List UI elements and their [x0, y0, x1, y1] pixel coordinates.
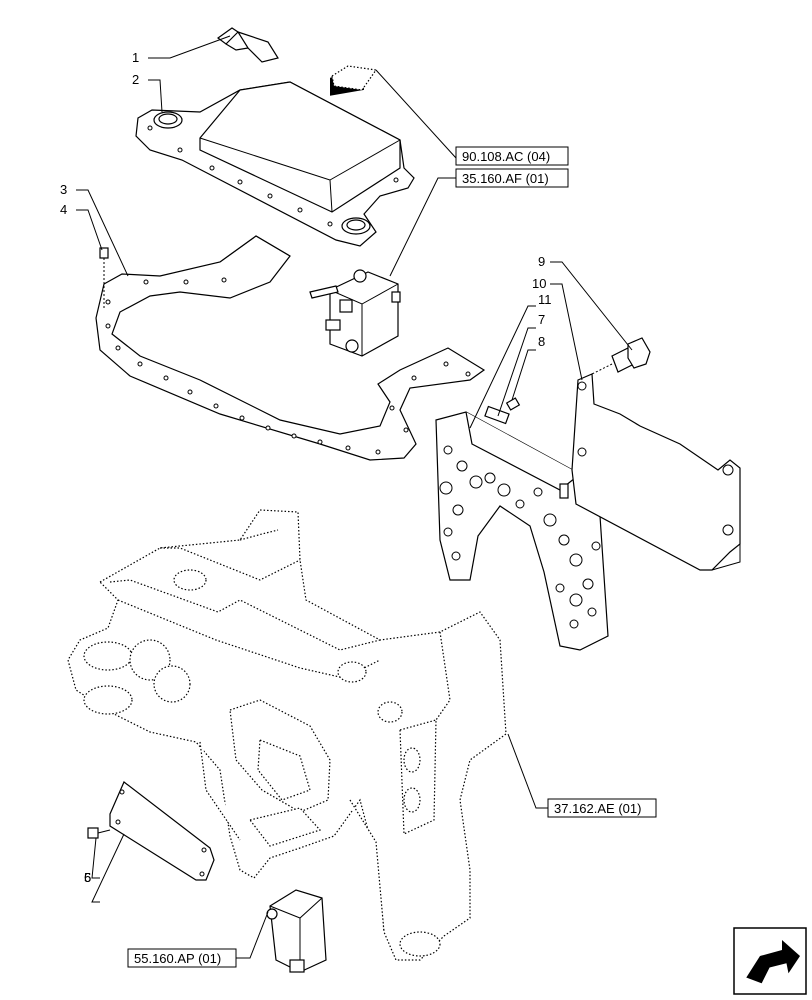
part-9-bolt: [591, 337, 651, 375]
front-axle-support-frame: [67, 509, 507, 961]
part-3-gasket: [95, 235, 486, 461]
part-1-pin: [216, 27, 279, 63]
callout-5: 5: [84, 870, 91, 885]
part-8-screw: [505, 397, 521, 411]
part-6-screw: [87, 827, 111, 839]
callout-8: 8: [538, 334, 545, 349]
switch-component: [266, 889, 327, 973]
callout-6: 6: [84, 870, 91, 885]
leader-lines: [76, 35, 633, 959]
part-4-bolt: [99, 247, 109, 310]
ref-label-37162: 37.162.AE (01): [554, 801, 641, 816]
part-5-cover-plate: [109, 781, 215, 881]
callout-10: 10: [532, 276, 546, 291]
valve-block: [309, 269, 401, 357]
dashed-sticker-outline: [331, 65, 378, 91]
callout-1: 1: [132, 50, 139, 65]
ref-box-35160[interactable]: 35.160.AF (01): [455, 168, 569, 188]
ref-box-55160[interactable]: 55.160.AP (01): [127, 948, 237, 968]
ref-label-55160: 55.160.AP (01): [134, 951, 221, 966]
ref-label-90108: 90.108.AC (04): [462, 149, 550, 164]
part-2-cover-panel: [135, 71, 415, 247]
callout-7: 7: [538, 312, 545, 327]
ref-box-90108[interactable]: 90.108.AC (04): [455, 146, 569, 166]
callout-11: 11: [538, 292, 552, 307]
part-10-bracket: [571, 373, 741, 571]
callout-4: 4: [60, 202, 67, 217]
callout-3: 3: [60, 182, 67, 197]
callout-2: 2: [132, 72, 139, 87]
next-page-arrow-icon[interactable]: [733, 927, 807, 995]
ref-label-35160: 35.160.AF (01): [462, 171, 549, 186]
ref-box-37162[interactable]: 37.162.AE (01): [547, 798, 657, 818]
callout-9: 9: [538, 254, 545, 269]
